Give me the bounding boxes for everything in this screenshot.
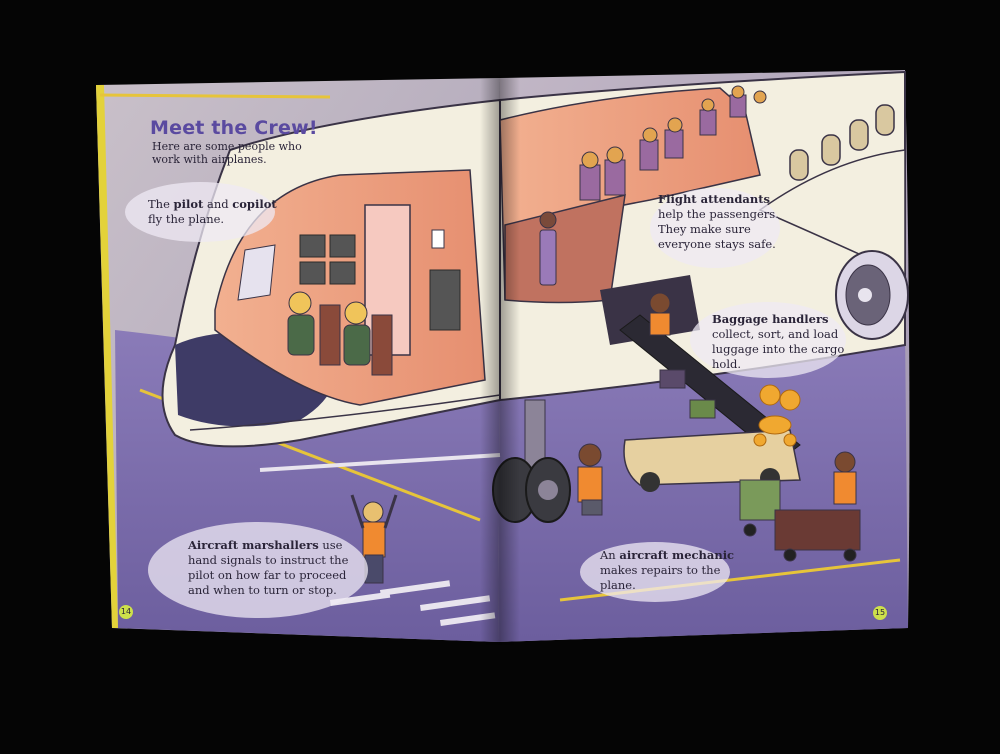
caption-aircraft-marshallers: Aircraft marshallers use hand signals to…: [188, 538, 349, 597]
cargo-worker-figure: [649, 292, 671, 336]
balloon-dog: [753, 384, 801, 447]
cockpit-window: [237, 244, 276, 301]
page-yellow-edge: [96, 85, 118, 628]
tarmac-white-line: [259, 453, 501, 472]
caption-aircraft-mechanic: An aircraft mechanic makes repairs to th…: [600, 548, 735, 592]
page-title: Meet the Crew!: [150, 117, 318, 139]
jet-engine: [835, 250, 909, 340]
baggage-handler-figure: [833, 451, 857, 505]
baggage-carts: [739, 479, 861, 562]
text-bubbles: [125, 182, 846, 618]
page-number-left: 14: [119, 605, 133, 619]
pilot-figure: [287, 291, 315, 356]
mechanic-figure: [577, 443, 603, 516]
caption-baggage-handlers: Baggage handlers collect, sort, and load…: [712, 312, 845, 371]
passengers: [581, 85, 767, 169]
flight-attendant-figure: [539, 211, 557, 286]
marshaller-figure: [350, 494, 398, 584]
caption-pilot: The pilot and copilot fly the plane.: [148, 197, 277, 226]
copilot-figure: [319, 301, 393, 376]
caption-flight-attendants: Flight attendants help the passengers. T…: [658, 192, 779, 251]
wing: [758, 149, 906, 277]
cockpit-cutaway: [214, 169, 486, 406]
book-gutter: [480, 75, 520, 645]
airplane-windows: [789, 104, 895, 181]
control-panel: [299, 234, 461, 331]
crosswalk: [330, 580, 496, 626]
passenger-cabin-cutaway: [499, 85, 767, 304]
passenger-seats: [579, 94, 747, 201]
page-subtitle: Here are some people who work with airpl…: [152, 140, 302, 166]
page-number-right: 15: [873, 606, 887, 620]
